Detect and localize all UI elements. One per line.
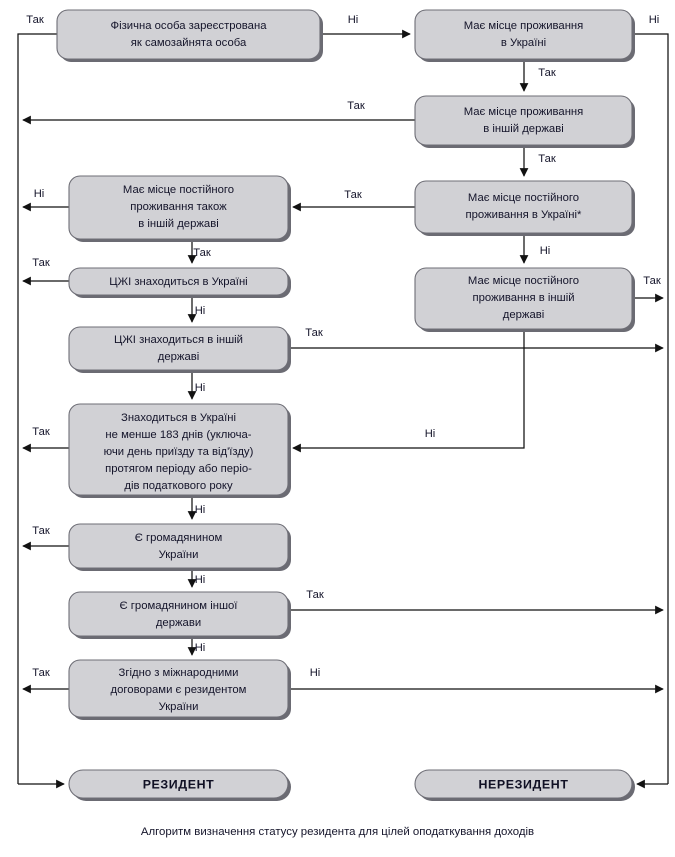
edge-label-n2-yes: Так <box>538 67 556 79</box>
edge-label-n11-no: Ні <box>195 642 206 654</box>
edge-layer <box>17 29 669 789</box>
edge-label-n1-yes: Так <box>26 14 44 26</box>
node-n2-line-1: в Україні <box>501 37 546 49</box>
node-n9-line-1: не менше 183 днів (уключа- <box>105 429 251 441</box>
edge-label-n3-down: Так <box>538 153 556 165</box>
node-terminal-resident[interactable]: РЕЗИДЕНТ <box>68 769 291 801</box>
node-n6-line-1: проживання також <box>130 201 227 213</box>
node-n1-line-1: як самозайнята особа <box>131 37 247 49</box>
node-n6-line-2: в іншій державі <box>138 218 218 230</box>
node-n5-line-0: Має місце постійного <box>468 275 579 287</box>
edge-n5-no <box>292 329 525 453</box>
edge-label-n8-no: Ні <box>195 382 206 394</box>
node-n12-line-1: договорами є резидентом <box>111 684 247 696</box>
edge-label-n4-yes: Так <box>344 189 362 201</box>
edge-label-n5-no: Ні <box>425 428 436 440</box>
node-layer: Фізична особа зареєстрована як самозайня… <box>56 9 635 801</box>
edge-label-n7-yes: Так <box>32 257 50 269</box>
node-n11-line-1: держави <box>156 617 201 629</box>
edge-n2-no <box>632 33 669 784</box>
node-n8-line-1: державі <box>158 351 200 363</box>
node-n9-line-2: ючи день приїзду та від'їзду) <box>104 446 254 458</box>
node-n5-line-2: державі <box>503 309 545 321</box>
node-n4-line-0: Має місце постійного <box>468 192 579 204</box>
edge-label-n10-yes: Так <box>32 525 50 537</box>
edge-n1-yes <box>17 33 57 784</box>
node-n11-line-0: Є громадянином іншої <box>120 600 239 612</box>
edge-label-n10-no: Ні <box>195 574 206 586</box>
node-n3-line-0: Має місце проживання <box>464 106 584 118</box>
node-n12-line-0: Згідно з міжнародними <box>119 667 239 679</box>
node-n9-line-4: дів податкового року <box>124 480 233 492</box>
node-n3[interactable]: Має місце проживання в іншій державі <box>414 95 635 148</box>
edge-label-n9-no: Ні <box>195 504 206 516</box>
node-n4-line-1: проживання в Україні* <box>466 209 583 221</box>
node-n9-line-0: Знаходиться в Україні <box>121 412 236 424</box>
figure-caption: Алгоритм визначення статусу резидента дл… <box>140 826 535 838</box>
node-n10-line-0: Є громадянином <box>135 532 223 544</box>
edge-label-n6-yes: Так <box>193 247 211 259</box>
node-n3-line-1: в іншій державі <box>483 123 563 135</box>
edge-label-n6-no: Ні <box>34 188 45 200</box>
edge-label-n2-no: Ні <box>649 14 660 26</box>
edge-label-n11-yes: Так <box>306 589 324 601</box>
edge-label-n3-yes: Так <box>347 100 365 112</box>
edge-label-n12-no: Ні <box>310 667 321 679</box>
node-n10[interactable]: Є громадянином України <box>68 523 291 571</box>
node-n7[interactable]: ЦЖІ знаходиться в Україні <box>68 267 291 298</box>
terminal-resident-label: РЕЗИДЕНТ <box>143 777 215 791</box>
node-n12-line-2: України <box>159 701 199 713</box>
node-n6-line-0: Має місце постійного <box>123 184 234 196</box>
node-n8[interactable]: ЦЖІ знаходиться в іншій державі <box>68 326 291 373</box>
edge-label-n4-no: Ні <box>540 245 551 257</box>
node-n12[interactable]: Згідно з міжнародними договорами є резид… <box>68 659 291 720</box>
node-n4[interactable]: Має місце постійного проживання в Україн… <box>414 180 635 236</box>
edge-label-n7-no: Ні <box>195 305 206 317</box>
node-n5-line-1: проживання в іншій <box>472 292 574 304</box>
node-n1[interactable]: Фізична особа зареєстрована як самозайня… <box>56 9 323 62</box>
edge-label-n12-yes: Так <box>32 667 50 679</box>
edge-label-n9-yes: Так <box>32 426 50 438</box>
node-n10-line-1: України <box>159 549 199 561</box>
node-terminal-nonresident[interactable]: НЕРЕЗИДЕНТ <box>414 769 635 801</box>
node-n9-line-3: протягом періоду або періо- <box>105 463 252 475</box>
node-n8-line-0: ЦЖІ знаходиться в іншій <box>114 334 243 346</box>
edge-label-n1-no: Ні <box>348 14 359 26</box>
node-n5[interactable]: Має місце постійного проживання в іншій … <box>414 267 635 332</box>
node-n9[interactable]: Знаходиться в Україні не менше 183 днів … <box>68 403 291 498</box>
node-n7-line-0: ЦЖІ знаходиться в Україні <box>109 276 247 288</box>
node-n11[interactable]: Є громадянином іншої держави <box>68 591 291 639</box>
node-n6[interactable]: Має місце постійного проживання також в … <box>68 175 291 242</box>
terminal-nonresident-label: НЕРЕЗИДЕНТ <box>478 777 568 791</box>
edge-label-n5-yes: Так <box>643 275 661 287</box>
node-n2[interactable]: Має місце проживання в Україні <box>414 9 635 62</box>
node-n2-line-0: Має місце проживання <box>464 20 584 32</box>
edge-label-n8-yes: Так <box>305 327 323 339</box>
node-n1-line-0: Фізична особа зареєстрована <box>111 20 268 32</box>
edge-label-layer: Так Ні Ні Так Так Так Так Ні Ні Так Так … <box>26 14 661 679</box>
